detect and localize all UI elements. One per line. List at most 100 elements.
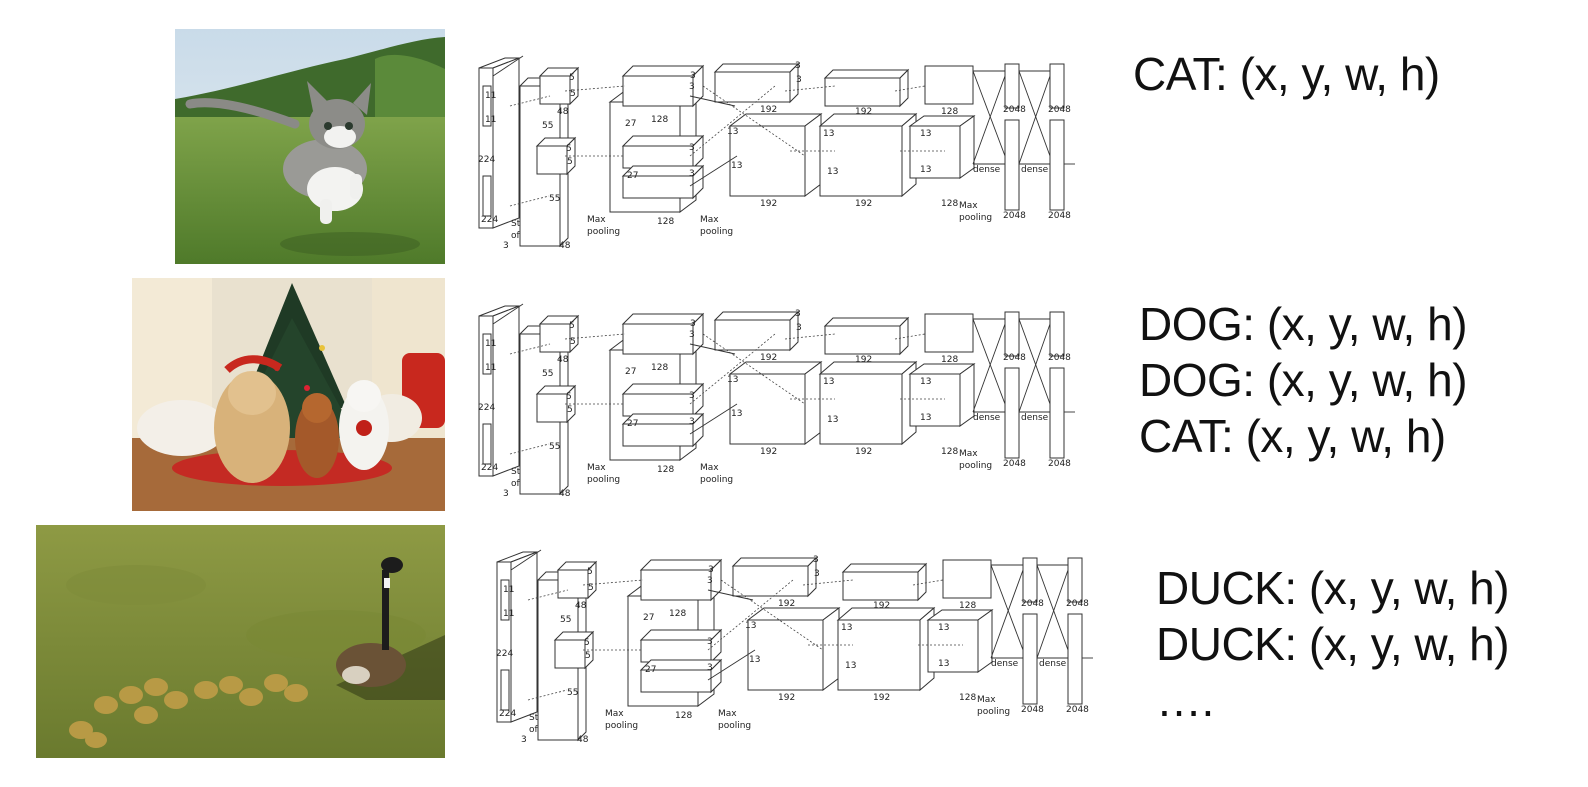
net-label: 13: [749, 655, 760, 665]
conv2-low: [621, 164, 705, 200]
net-label: 192: [760, 447, 777, 457]
net-label: 128: [941, 447, 958, 457]
net-label: 128: [669, 609, 686, 619]
net-label: 27: [625, 119, 636, 129]
net-label: 5: [585, 651, 591, 661]
net-label: 5: [566, 392, 572, 402]
net-label: 11: [485, 339, 496, 349]
net-label: 2048: [1048, 211, 1071, 221]
net-label: 192: [760, 353, 777, 363]
net-label: 5: [570, 89, 576, 99]
net-label: 2048: [1003, 353, 1026, 363]
net-label: 192: [855, 355, 872, 365]
net-label: 3: [707, 663, 713, 673]
net-label: 224: [478, 403, 495, 413]
net-label: 3: [689, 143, 695, 153]
net-label: 3: [796, 75, 802, 85]
cnn-diagram-3: 11112242243Strideof 4555548485555Maxpool…: [493, 549, 1093, 750]
detections-row-1: CAT: (x, y, w, h): [1133, 46, 1440, 102]
net-label: Max: [718, 709, 737, 719]
detection-label: DUCK: (x, y, w, h): [1156, 618, 1510, 670]
conv2-low: [621, 412, 705, 448]
net-label: 3: [814, 569, 820, 579]
net-label: 224: [481, 215, 498, 225]
detections-row-2: DOG: (x, y, w, h) DOG: (x, y, w, h) CAT:…: [1139, 296, 1468, 464]
conv1-bottom: [535, 136, 577, 176]
net-label: 13: [745, 621, 756, 631]
net-label: 2048: [1066, 705, 1089, 715]
detection-label: DOG: (x, y, w, h): [1139, 354, 1468, 406]
net-label: 2048: [1003, 459, 1026, 469]
net-label: 192: [873, 601, 890, 611]
conv2-top: [621, 64, 705, 108]
net-label: dense: [973, 413, 1001, 423]
net-label: 13: [827, 415, 838, 425]
net-label: 128: [959, 601, 976, 611]
conv5-volume: [926, 609, 994, 673]
net-label: 55: [542, 121, 553, 131]
net-label: 48: [575, 601, 587, 611]
ellipsis: ….: [1156, 674, 1214, 726]
conv5-volume: [908, 115, 976, 179]
net-label: 192: [873, 693, 890, 703]
net-label: 5: [570, 337, 576, 347]
net-label: 13: [920, 413, 931, 423]
net-label: 3: [690, 319, 696, 329]
net-label: 5: [587, 567, 593, 577]
net-label: 13: [727, 375, 738, 385]
net-label: 3: [689, 417, 695, 427]
net-label: 13: [727, 127, 738, 137]
net-label: 128: [941, 199, 958, 209]
conv1-top: [538, 66, 580, 106]
net-label: 13: [731, 161, 742, 171]
detections-row-3: DUCK: (x, y, w, h) DUCK: (x, y, w, h) ….: [1156, 560, 1510, 728]
net-label: pooling: [587, 475, 620, 485]
net-label: dense: [973, 165, 1001, 175]
net-label: pooling: [605, 721, 638, 731]
conv1-top: [556, 560, 598, 600]
conv3-volume: [728, 361, 823, 445]
conv2-top: [639, 558, 723, 602]
net-label: 27: [627, 419, 638, 429]
net-label: 224: [478, 155, 495, 165]
net-label: 13: [920, 377, 931, 387]
conv2-top: [621, 312, 705, 356]
net-label: 13: [920, 129, 931, 139]
net-label: 3: [708, 565, 714, 575]
net-label: 13: [938, 659, 949, 669]
conv3-top: [713, 310, 800, 352]
net-label: 2048: [1003, 211, 1026, 221]
net-label: pooling: [700, 227, 733, 237]
net-label: 224: [496, 649, 513, 659]
net-label: 48: [559, 489, 571, 499]
net-label: 3: [503, 241, 509, 251]
net-label: 27: [627, 171, 638, 181]
net-label: 5: [566, 144, 572, 154]
goose-goslings-photo: [36, 525, 445, 758]
net-label: 5: [569, 321, 575, 331]
conv4-top: [823, 68, 910, 108]
net-label: 55: [560, 615, 571, 625]
net-label: 5: [569, 73, 575, 83]
net-label: pooling: [587, 227, 620, 237]
conv4-top: [841, 562, 928, 602]
net-label: 3: [707, 576, 713, 586]
conv3-volume: [728, 113, 823, 197]
net-label: pooling: [718, 721, 751, 731]
net-label: dense: [991, 659, 1019, 669]
net-label: dense: [1021, 413, 1049, 423]
net-label: 13: [823, 377, 834, 387]
net-label: dense: [1021, 165, 1049, 175]
net-label: 2048: [1048, 459, 1071, 469]
net-label: 13: [938, 623, 949, 633]
net-label: Max: [959, 449, 978, 459]
net-label: 27: [625, 367, 636, 377]
net-label: 2048: [1048, 105, 1071, 115]
net-label: 13: [731, 409, 742, 419]
net-label: Max: [587, 463, 606, 473]
conv4-volume: [818, 360, 918, 446]
net-label: Max: [700, 463, 719, 473]
conv3-top: [713, 62, 800, 104]
net-label: 3: [689, 330, 695, 340]
net-label: 55: [542, 369, 553, 379]
